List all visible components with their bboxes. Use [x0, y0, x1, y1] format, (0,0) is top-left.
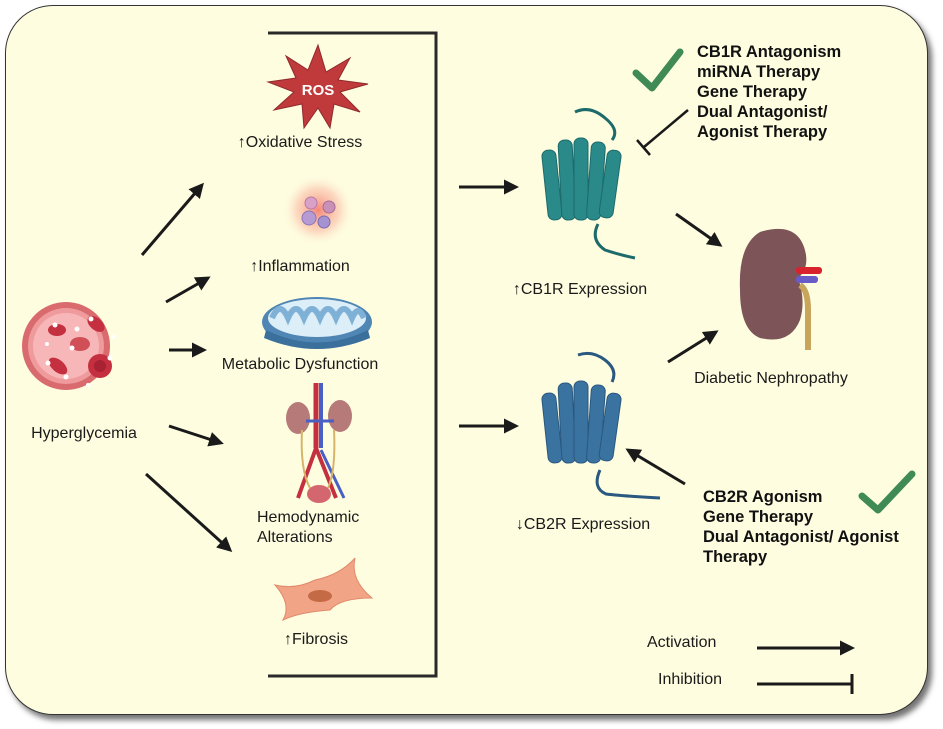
arrow-to-fibrosis — [144, 472, 233, 553]
check-icon-cb1r — [632, 48, 684, 92]
diabetic-nephropathy-label: Diabetic Nephropathy — [694, 370, 848, 387]
cb1r-receptor-icon — [541, 108, 636, 260]
blood-vessel-cross-section-icon — [22, 302, 115, 390]
therapy-item: CB1R Antagonism — [697, 43, 842, 61]
therapy-item: Therapy — [703, 548, 768, 566]
cb1r-expression-label: ↑CB1R Expression — [512, 281, 648, 298]
cb2r-therapy-list: CB2R Agonism Gene Therapy Dual Antagonis… — [703, 487, 899, 567]
hemodynamic-label-line1: Hemodynamic — [257, 509, 360, 526]
cb2r-receptor-icon — [541, 351, 661, 500]
renal-vasculature-icon — [286, 383, 352, 503]
therapy-item: miRNA Therapy — [697, 63, 821, 81]
therapy-item: Agonist Therapy — [697, 123, 828, 141]
activation-arrows-hyperglycemia — [140, 182, 233, 553]
ros-label: ROS — [302, 82, 335, 99]
grouping-bracket — [268, 31, 438, 678]
metabolic-dysfunction-label: Metabolic Dysfunction — [221, 356, 379, 373]
hyperglycemia-label: Hyperglycemia — [31, 425, 137, 442]
inhibition-marker-cb1r — [636, 109, 689, 156]
therapy-item: Gene Therapy — [697, 83, 808, 101]
therapy-item: CB2R Agonism — [703, 488, 823, 506]
legend-inhibition-marker — [757, 674, 854, 694]
arrow-cb1r-to-nephropathy — [675, 212, 723, 247]
legend-activation-label: Activation — [647, 634, 717, 651]
therapy-item: Gene Therapy — [703, 508, 814, 526]
arrow-to-hemodynamic — [168, 424, 224, 447]
check-icon-cb2r — [858, 470, 916, 514]
arrow-to-inflammation — [165, 276, 211, 304]
inflammatory-cells-icon — [282, 174, 354, 246]
fibroblast-icon — [273, 557, 374, 622]
arrow-to-oxidative-stress — [140, 182, 204, 256]
hemodynamic-label-line2: Alterations — [257, 529, 333, 546]
inflammation-label: ↑Inflammation — [250, 258, 350, 275]
diagram-panel — [5, 5, 928, 715]
arrow-cb2r-to-nephropathy — [667, 330, 719, 364]
fibrosis-label: ↑Fibrosis — [283, 631, 349, 648]
mitochondrion-icon — [262, 297, 372, 349]
kidney-icon — [739, 228, 822, 350]
legend-inhibition-label: Inhibition — [658, 671, 723, 688]
cb1r-therapy-list: CB1R Antagonism miRNA Therapy Gene Thera… — [697, 42, 841, 142]
ros-starburst-icon: ROS — [266, 43, 369, 130]
therapy-item: Dual Antagonist/ Agonist — [703, 528, 899, 546]
oxidative-stress-label: ↑Oxidative Stress — [237, 134, 363, 151]
therapy-item: Dual Antagonist/ — [697, 103, 828, 121]
arrow-therapy-to-cb2r — [625, 448, 686, 486]
cb2r-expression-label: ↓CB2R Expression — [515, 516, 651, 533]
